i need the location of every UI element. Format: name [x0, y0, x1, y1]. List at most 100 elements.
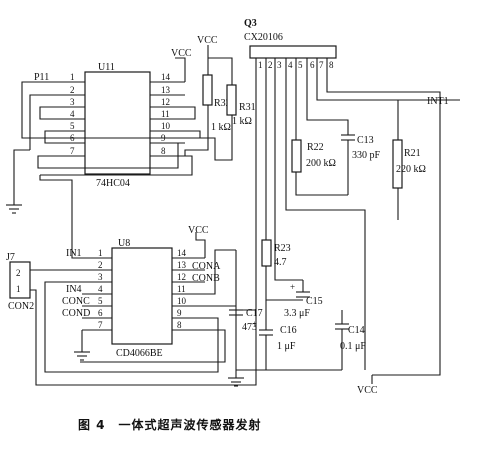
u8-left-pins: 1 2 3 4 5 6 7: [82, 248, 112, 331]
c16-capacitor: +: [252, 300, 273, 370]
q3-chip: [249, 45, 337, 59]
c17-capacitor: [229, 250, 243, 370]
r22-value: 200 kΩ: [306, 158, 336, 169]
u8-wiring: [30, 175, 257, 386]
c15-value: 3.3 μF: [284, 308, 310, 319]
svg-text:2: 2: [268, 60, 273, 70]
u11-label: U11: [98, 62, 115, 73]
svg-text:3: 3: [98, 272, 103, 282]
u11-pin-14: 14: [161, 72, 171, 82]
svg-text:12: 12: [177, 272, 186, 282]
j7-pin-2: 2: [16, 268, 21, 278]
svg-text:13: 13: [177, 260, 187, 270]
svg-text:8: 8: [177, 320, 182, 330]
u8-chip: [111, 247, 173, 345]
svg-text:5: 5: [98, 296, 103, 306]
svg-text:4: 4: [288, 60, 293, 70]
r31-value: 1 kΩ: [232, 116, 252, 127]
svg-text:3: 3: [277, 60, 282, 70]
u11-chip: [84, 71, 151, 175]
c17-value: 473: [242, 322, 257, 333]
svg-text:5: 5: [298, 60, 303, 70]
c13-value: 330 pF: [352, 150, 381, 161]
vcc-top-label: VCC: [197, 35, 218, 46]
svg-text:6: 6: [98, 308, 103, 318]
r22-name: R22: [307, 142, 324, 153]
u8-right-pins: 14 13 12 11 10 9 8: [172, 248, 205, 331]
q3-wiring: [236, 58, 441, 376]
r31-name: R31: [239, 102, 256, 113]
svg-text:7: 7: [319, 60, 324, 70]
u11-pin-3: 3: [70, 97, 75, 107]
u11-left-pins: 1 2 3 4 5 6 7: [55, 72, 85, 157]
svg-text:+: +: [290, 282, 295, 292]
svg-text:6: 6: [310, 60, 315, 70]
c16-name: C16: [280, 325, 297, 336]
svg-text:8: 8: [329, 60, 334, 70]
r23-name: R23: [274, 243, 291, 254]
r31-resistor: [200, 57, 237, 161]
c14-value: 0.1 μF: [340, 341, 366, 352]
c14-capacitor: [335, 310, 349, 370]
u11-pin-2: 2: [70, 85, 75, 95]
vcc-bottom-label: VCC: [357, 385, 378, 396]
r23-value: 4.7: [274, 257, 287, 268]
u11-pin-12: 12: [161, 97, 170, 107]
r21-name: R21: [404, 148, 421, 159]
c17-name: C17: [246, 308, 263, 319]
u11-pin-4: 4: [70, 109, 75, 119]
p11-label: P11: [34, 72, 49, 83]
u11-wiring: [6, 57, 201, 214]
svg-text:4: 4: [98, 284, 103, 294]
vcc-u11-label: VCC: [171, 48, 192, 59]
u11-right-pins: 14 13 12 11 10 9 8: [150, 72, 185, 157]
cond-label: COND: [62, 308, 90, 319]
u8-part: CD4066BE: [116, 348, 163, 359]
q3-pins: 1 2 3 4 5 6 7 8: [258, 60, 334, 70]
u11-pin-8: 8: [161, 146, 166, 156]
svg-text:7: 7: [98, 320, 103, 330]
u11-pin-5: 5: [70, 121, 75, 131]
svg-text:10: 10: [177, 296, 187, 306]
r32-value: 1 kΩ: [211, 122, 231, 133]
conb-label: CONB: [192, 273, 220, 284]
c15-capacitor: +: [290, 280, 310, 298]
j7-label: J7: [6, 252, 15, 263]
vcc-u8-label: VCC: [188, 225, 209, 236]
q3-part: CX20106: [244, 32, 283, 43]
svg-text:2: 2: [98, 260, 103, 270]
u11-part: 74HC04: [96, 178, 130, 189]
svg-text:11: 11: [177, 284, 186, 294]
r21-resistor: [392, 139, 403, 220]
cona-label: CONA: [192, 261, 221, 272]
figure-caption: 图 4 一体式超声波传感器发射: [78, 418, 262, 432]
u11-pin-11: 11: [161, 109, 170, 119]
c15-name: C15: [306, 296, 323, 307]
svg-text:1: 1: [258, 60, 263, 70]
u11-pin-10: 10: [161, 121, 171, 131]
c14-name: C14: [348, 325, 365, 336]
svg-text:1: 1: [98, 248, 103, 258]
j7-pin-1: 1: [16, 284, 21, 294]
con2-label: CON2: [8, 301, 34, 312]
u11-pin-1: 1: [70, 72, 75, 82]
conc-label: CONC: [62, 296, 90, 307]
u8-label: U8: [118, 238, 130, 249]
c13-capacitor: [341, 134, 355, 195]
u11-pin-7: 7: [70, 146, 75, 156]
j7-connector: [9, 261, 31, 299]
c16-value: 1 μF: [277, 341, 296, 352]
bottom-rails: [228, 369, 373, 387]
r21-value: 220 kΩ: [396, 164, 426, 175]
svg-text:9: 9: [177, 308, 182, 318]
int1-label: INT1: [427, 96, 449, 107]
in4-label: IN4: [66, 284, 82, 295]
svg-text:+: +: [252, 319, 257, 329]
in1-label: IN1: [66, 248, 82, 259]
u11-pin-13: 13: [161, 85, 171, 95]
q3-label: Q3: [244, 18, 257, 29]
svg-text:14: 14: [177, 248, 187, 258]
r22-resistor: [291, 139, 348, 196]
c13-name: C13: [357, 135, 374, 146]
